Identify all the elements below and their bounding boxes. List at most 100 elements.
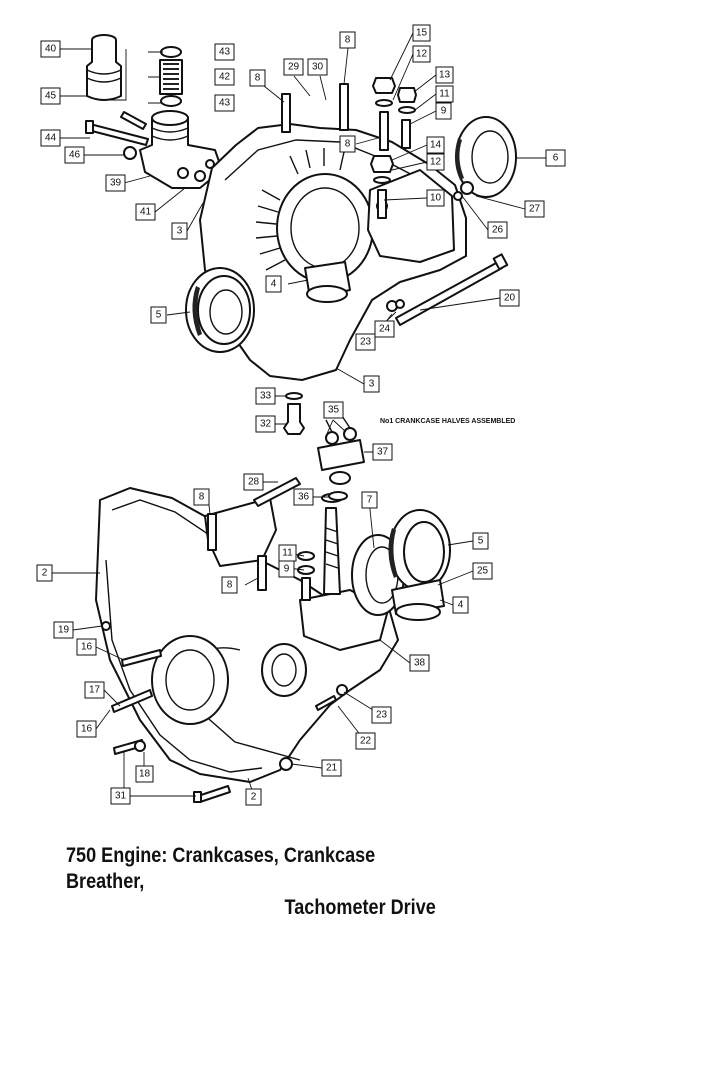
callout-23: 23 bbox=[371, 706, 392, 724]
callout-11: 11 bbox=[435, 85, 454, 103]
svg-text:32: 32 bbox=[260, 419, 272, 430]
callout-28: 28 bbox=[243, 473, 264, 491]
svg-text:16: 16 bbox=[81, 642, 93, 653]
svg-text:25: 25 bbox=[477, 566, 489, 577]
svg-text:8: 8 bbox=[345, 139, 351, 150]
svg-text:24: 24 bbox=[379, 324, 391, 335]
callout-17: 17 bbox=[84, 681, 105, 699]
callout-20: 20 bbox=[499, 289, 520, 307]
callout-16: 16 bbox=[76, 638, 97, 656]
svg-text:44: 44 bbox=[45, 133, 57, 144]
svg-text:36: 36 bbox=[298, 492, 310, 503]
caption-line-2: Tachometer Drive bbox=[284, 896, 436, 919]
callout-16: 16 bbox=[76, 720, 97, 738]
callout-8: 8 bbox=[339, 31, 356, 49]
svg-text:12: 12 bbox=[430, 157, 442, 168]
callout-9: 9 bbox=[435, 102, 452, 120]
svg-text:46: 46 bbox=[69, 150, 81, 161]
callout-7: 7 bbox=[361, 491, 378, 509]
callout-30: 30 bbox=[307, 58, 328, 76]
callout-14: 14 bbox=[426, 136, 445, 154]
callout-labels: 40 45 43 42 43 44 46 39 41 3 8 29 30 8 1… bbox=[36, 24, 566, 806]
svg-text:4: 4 bbox=[458, 600, 464, 611]
callout-43: 43 bbox=[214, 94, 235, 112]
callout-12: 12 bbox=[426, 153, 445, 171]
svg-text:15: 15 bbox=[416, 28, 428, 39]
svg-text:16: 16 bbox=[81, 724, 93, 735]
svg-text:27: 27 bbox=[529, 204, 541, 215]
callout-32: 32 bbox=[255, 415, 276, 433]
callout-8: 8 bbox=[221, 576, 238, 594]
svg-text:7: 7 bbox=[367, 495, 373, 506]
callout-43: 43 bbox=[214, 43, 235, 61]
svg-text:41: 41 bbox=[140, 207, 152, 218]
svg-text:43: 43 bbox=[219, 47, 231, 58]
svg-text:14: 14 bbox=[430, 140, 442, 151]
svg-text:39: 39 bbox=[110, 178, 122, 189]
svg-text:9: 9 bbox=[441, 106, 447, 117]
caption-line-1: 750 Engine: Crankcases, Crankcase Breath… bbox=[66, 844, 376, 893]
svg-text:12: 12 bbox=[416, 49, 428, 60]
callout-19: 19 bbox=[53, 621, 74, 639]
callout-4: 4 bbox=[452, 596, 469, 614]
svg-text:33: 33 bbox=[260, 391, 272, 402]
svg-text:8: 8 bbox=[255, 73, 261, 84]
no1-crankcase-half bbox=[185, 77, 517, 485]
callout-3: 3 bbox=[171, 222, 188, 240]
svg-text:22: 22 bbox=[360, 736, 372, 747]
callout-35: 35 bbox=[323, 401, 344, 419]
callout-33: 33 bbox=[255, 387, 276, 405]
callout-38: 38 bbox=[409, 654, 430, 672]
callout-24: 24 bbox=[374, 320, 395, 338]
callout-2: 2 bbox=[245, 788, 262, 806]
callout-36: 36 bbox=[293, 488, 314, 506]
callout-39: 39 bbox=[105, 174, 126, 192]
svg-text:8: 8 bbox=[345, 35, 351, 46]
svg-text:4: 4 bbox=[271, 279, 277, 290]
svg-text:28: 28 bbox=[248, 477, 260, 488]
svg-text:29: 29 bbox=[288, 62, 300, 73]
svg-text:35: 35 bbox=[328, 405, 340, 416]
svg-text:26: 26 bbox=[492, 225, 504, 236]
svg-text:20: 20 bbox=[504, 293, 516, 304]
callout-46: 46 bbox=[64, 146, 85, 164]
svg-text:19: 19 bbox=[58, 625, 70, 636]
svg-text:21: 21 bbox=[326, 763, 338, 774]
svg-text:23: 23 bbox=[360, 337, 372, 348]
callout-21: 21 bbox=[321, 759, 342, 777]
svg-text:43: 43 bbox=[219, 98, 231, 109]
callout-27: 27 bbox=[524, 200, 545, 218]
svg-text:2: 2 bbox=[42, 568, 48, 579]
callout-12: 12 bbox=[412, 45, 431, 63]
svg-text:38: 38 bbox=[414, 658, 426, 669]
svg-text:23: 23 bbox=[376, 710, 388, 721]
svg-text:5: 5 bbox=[156, 310, 162, 321]
svg-text:11: 11 bbox=[282, 548, 293, 559]
callout-29: 29 bbox=[283, 58, 304, 76]
callout-9: 9 bbox=[278, 560, 295, 578]
callout-5: 5 bbox=[472, 532, 489, 550]
callout-42: 42 bbox=[214, 68, 235, 86]
svg-text:40: 40 bbox=[45, 44, 57, 55]
callout-22: 22 bbox=[355, 732, 376, 750]
callout-11: 11 bbox=[278, 544, 297, 562]
svg-text:17: 17 bbox=[89, 685, 101, 696]
svg-text:9: 9 bbox=[284, 564, 290, 575]
callout-44: 44 bbox=[40, 129, 61, 147]
callout-18: 18 bbox=[135, 765, 154, 783]
svg-text:10: 10 bbox=[430, 193, 442, 204]
callout-10: 10 bbox=[426, 189, 445, 207]
callout-5: 5 bbox=[150, 306, 167, 324]
svg-text:31: 31 bbox=[115, 791, 127, 802]
callout-25: 25 bbox=[472, 562, 493, 580]
callout-23: 23 bbox=[355, 333, 376, 351]
callout-37: 37 bbox=[372, 443, 393, 461]
callout-8: 8 bbox=[249, 69, 266, 87]
assembly-note: No1 CRANKCASE HALVES ASSEMBLED bbox=[380, 418, 515, 425]
callout-2: 2 bbox=[36, 564, 53, 582]
callout-8: 8 bbox=[193, 488, 210, 506]
callout-31: 31 bbox=[110, 787, 131, 805]
breather-assembly bbox=[85, 34, 223, 189]
svg-text:37: 37 bbox=[377, 447, 389, 458]
svg-text:42: 42 bbox=[219, 72, 231, 83]
